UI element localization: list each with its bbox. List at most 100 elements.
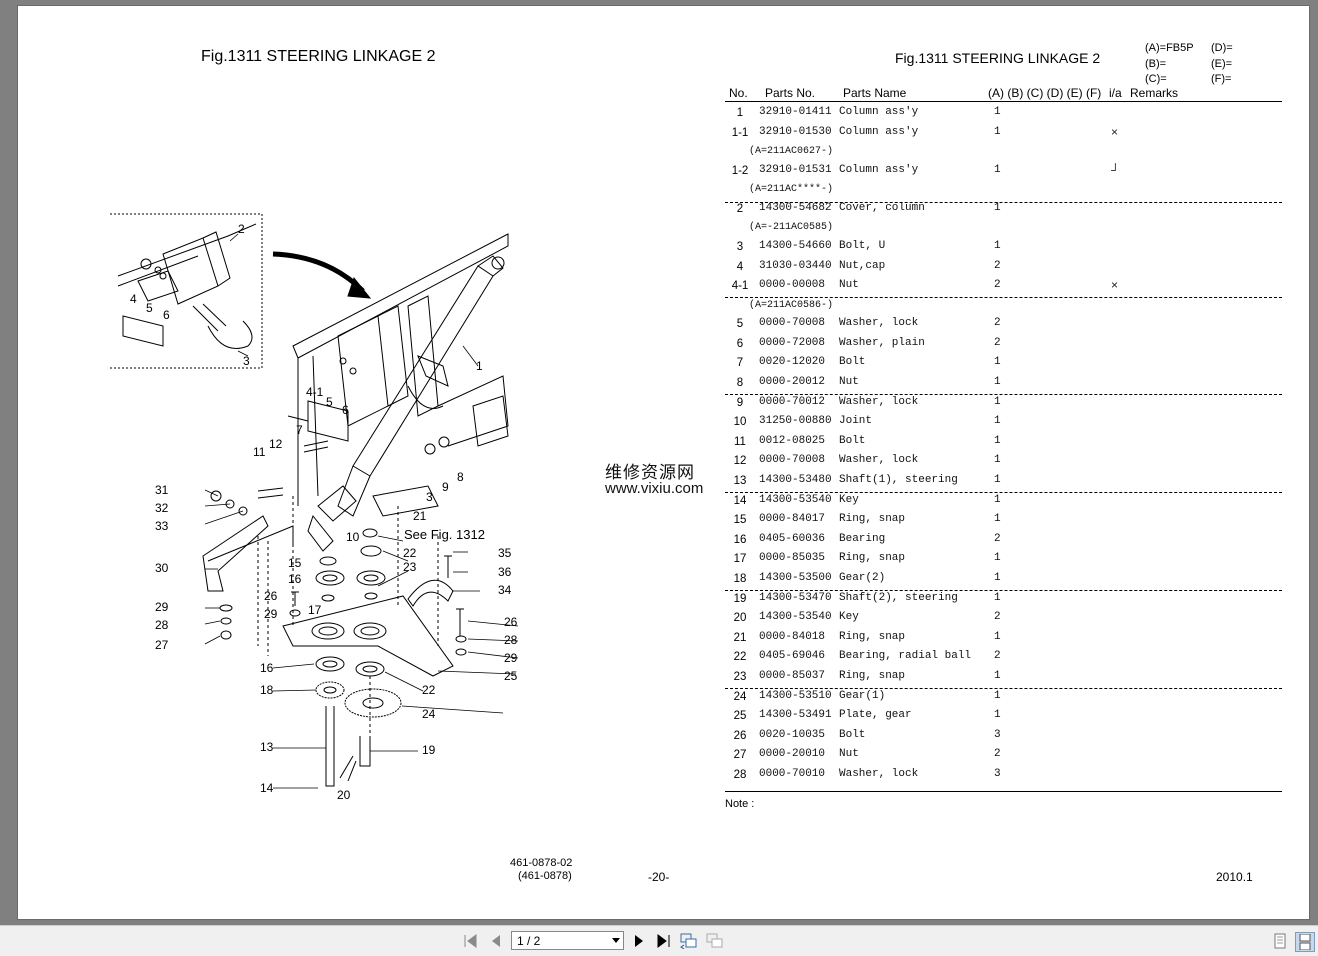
part-number: 0020-12020	[759, 356, 826, 369]
part-name: Joint	[839, 415, 873, 428]
previous-page-button[interactable]	[487, 932, 505, 950]
part-number: 32910-01531	[759, 163, 832, 176]
first-page-icon	[464, 934, 477, 948]
part-number: 0000-84017	[759, 513, 826, 526]
col-header-no: No.	[729, 86, 748, 100]
part-name: Ring, snap	[839, 513, 906, 526]
part-number: 0000-20010	[759, 748, 826, 761]
part-name: Bolt	[839, 434, 866, 447]
part-name: Washer, lock	[839, 317, 919, 330]
svg-text:10: 10	[346, 530, 360, 544]
col-header-parts-name: Parts Name	[843, 86, 907, 100]
part-number: 0000-20012	[759, 376, 826, 388]
part-item-number: 16	[733, 533, 747, 546]
svg-text:12: 12	[269, 437, 283, 451]
svg-text:21: 21	[413, 509, 427, 523]
part-item-number: 1-2	[731, 164, 749, 177]
part-name: Shaft(1), steering	[839, 474, 958, 486]
svg-text:6: 6	[163, 308, 170, 322]
svg-text:22: 22	[422, 683, 436, 697]
svg-text:11: 11	[253, 445, 266, 459]
part-name: Ring, snap	[839, 552, 906, 565]
svg-text:33: 33	[155, 519, 169, 533]
svg-text:27: 27	[155, 638, 169, 652]
page-number-select[interactable]: 1 / 2	[511, 931, 624, 950]
part-number: 32910-01530	[759, 125, 832, 138]
part-number: 0020-10035	[759, 728, 826, 741]
part-item-number: 12	[733, 455, 747, 468]
single-page-icon	[1274, 933, 1286, 949]
part-name: Washer, lock	[839, 454, 919, 467]
part-quantity-a: 1	[994, 125, 1001, 138]
part-number: 0000-70008	[759, 454, 826, 467]
part-quantity-a: 1	[994, 201, 1001, 214]
chevron-down-icon	[609, 932, 623, 949]
part-quantity-a: 1	[994, 415, 1001, 428]
part-name: Ring, snap	[839, 630, 906, 643]
part-number: 0000-85035	[759, 552, 826, 565]
part-name: Gear(1)	[839, 689, 886, 702]
single-page-view-button[interactable]	[1271, 932, 1289, 950]
part-quantity-a: 1	[994, 552, 1001, 565]
table-bottom-rule	[725, 791, 1282, 792]
col-header-remarks: Remarks	[1130, 86, 1179, 100]
part-quantity-a: 2	[994, 532, 1001, 545]
part-number: 31030-03440	[759, 259, 832, 272]
document-page: Fig.1311 STEERING LINKAGE 2	[17, 5, 1310, 920]
group-separator	[725, 202, 1282, 203]
part-quantity-a: 1	[994, 395, 1001, 408]
part-quantity-a: 1	[994, 376, 1001, 388]
svg-text:26: 26	[504, 615, 518, 629]
group-separator	[725, 491, 1282, 493]
part-item-number: 2	[736, 202, 744, 215]
part-item-number: 22	[733, 651, 747, 664]
svg-text:24: 24	[422, 707, 436, 721]
last-page-button[interactable]	[654, 932, 672, 950]
part-name: Gear(2)	[839, 572, 886, 584]
watermark-url: www.vixiu.com	[605, 480, 704, 497]
next-page-button[interactable]	[630, 932, 648, 950]
group-separator	[725, 687, 1282, 689]
part-number: 0405-69046	[759, 650, 826, 663]
part-name: Key	[839, 493, 859, 506]
svg-text:26: 26	[264, 589, 278, 603]
col-header-ia: i/a	[1109, 86, 1122, 100]
part-item-number: 9	[736, 396, 744, 409]
part-number: 14300-53540	[759, 611, 832, 624]
go-back-view-button[interactable]	[680, 932, 698, 950]
part-quantity-a: 1	[994, 572, 1001, 584]
page-indicator-text: 1 / 2	[517, 934, 541, 948]
svg-text:34: 34	[498, 583, 512, 597]
svg-text:31: 31	[155, 483, 169, 497]
part-name: Washer, lock	[839, 768, 919, 780]
svg-text:36: 36	[498, 565, 512, 579]
part-quantity-a: 1	[994, 513, 1001, 526]
first-page-button[interactable]	[462, 932, 480, 950]
part-number: 14300-53510	[759, 689, 832, 702]
svg-text:5: 5	[146, 301, 153, 315]
part-item-number: 25	[733, 710, 747, 723]
part-name: Washer, lock	[839, 395, 919, 408]
part-number: 14300-54660	[759, 239, 832, 252]
model-code-f: (F)=	[1211, 73, 1232, 85]
part-quantity-a: 1	[994, 454, 1001, 467]
part-name: Bearing, radial ball	[839, 650, 972, 663]
part-quantity-a: 3	[994, 768, 1001, 780]
part-item-number: 1	[736, 107, 744, 119]
part-quantity-a: 2	[994, 279, 1001, 292]
part-name: Bolt, U	[839, 239, 886, 252]
part-item-number: 15	[733, 514, 747, 527]
part-item-number: 21	[733, 631, 747, 644]
part-item-number: 23	[733, 671, 747, 683]
svg-text:32: 32	[155, 501, 169, 515]
continuous-view-button[interactable]	[1295, 932, 1315, 952]
model-code-d: (D)=	[1211, 42, 1233, 54]
part-quantity-a: 1	[994, 163, 1001, 176]
footer-doc-number-alt: (461-0878)	[518, 870, 572, 882]
part-item-number: 19	[733, 592, 747, 605]
go-forward-view-button[interactable]	[706, 932, 724, 950]
footer-date: 2010.1	[1216, 870, 1253, 884]
row-serial-note: (A=211AC****-)	[749, 184, 834, 196]
part-quantity-a: 2	[994, 259, 1001, 272]
part-item-number: 17	[733, 553, 747, 566]
